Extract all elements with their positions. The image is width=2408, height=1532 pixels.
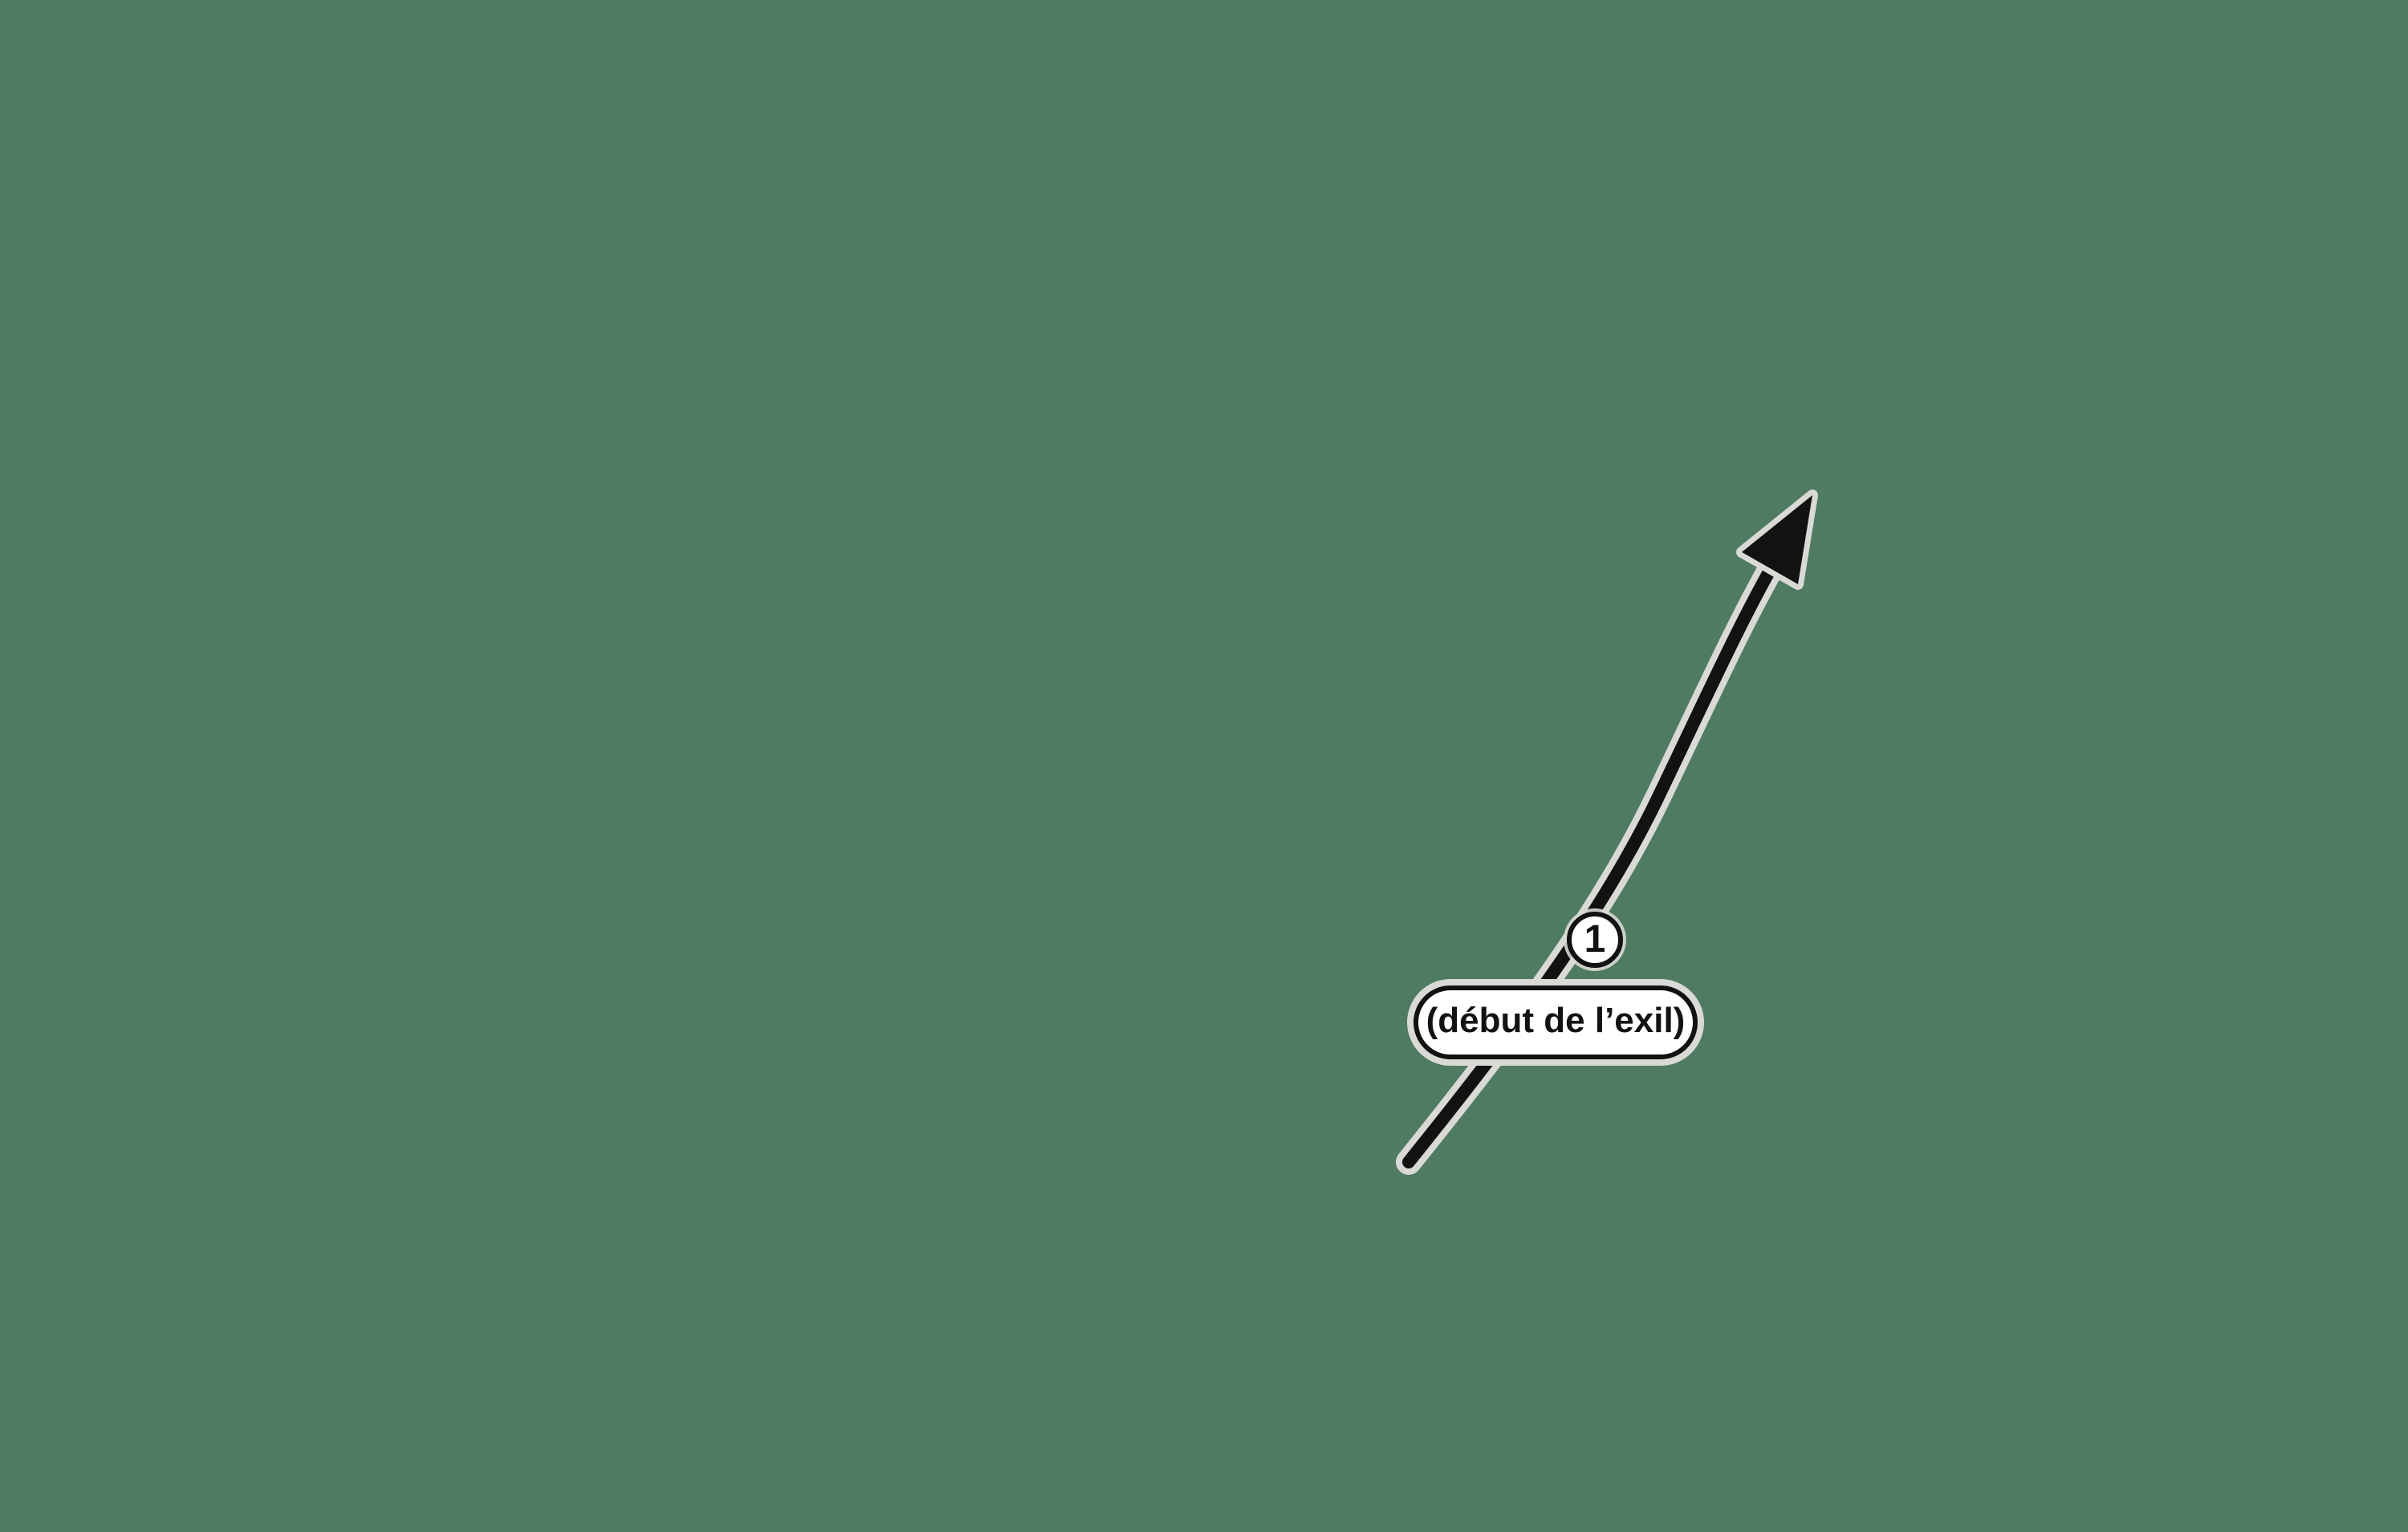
arrow-head-icon xyxy=(1736,490,1818,590)
exile-start-label: (début de l’exil) xyxy=(1413,985,1698,1059)
exile-start-label-text: (début de l’exil) xyxy=(1426,1001,1686,1040)
waypoint-1-marker: 1 xyxy=(1567,912,1623,968)
waypoint-1-number: 1 xyxy=(1584,918,1606,961)
arrow-halo xyxy=(1396,539,1793,1175)
